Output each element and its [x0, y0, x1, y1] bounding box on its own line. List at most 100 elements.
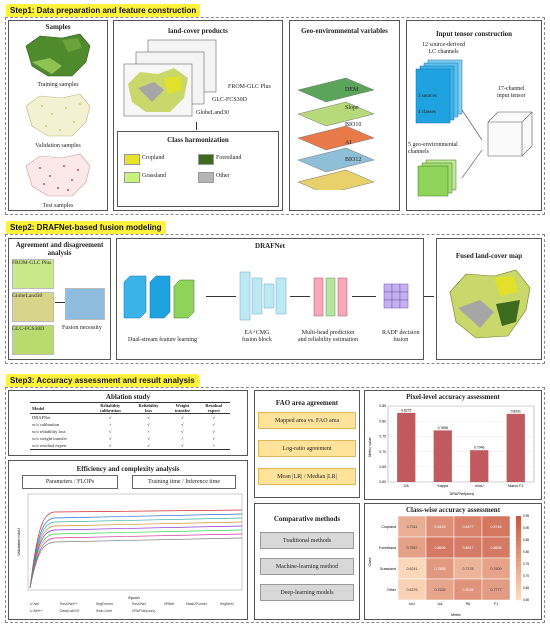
legend-hrnet: HRNet — [164, 602, 174, 606]
legend-swatch-forestland — [198, 154, 214, 165]
ea-cmg-label: EA+CMG fusion block — [242, 330, 272, 343]
x-tick-label: mIoU — [475, 484, 484, 488]
tensor-title: Input tensor construction — [435, 30, 513, 38]
heatmap-value: 0.8658 — [491, 546, 502, 550]
heatmap-value: 0.7657 — [407, 546, 418, 550]
colorbar-segment — [516, 587, 521, 592]
colorbar-segment — [516, 558, 521, 563]
drafnet-arrow-2 — [290, 296, 310, 297]
heatmap-value: 0.8126 — [435, 525, 446, 529]
heatmap-value: 0.7178 — [463, 567, 474, 571]
fused-map — [449, 269, 531, 339]
colorbar-label: 0.90 — [523, 526, 529, 530]
colorbar-segment — [516, 528, 521, 534]
y-tick-label: 0.75 — [379, 435, 386, 439]
x-tick-label: Macro F1 — [508, 484, 523, 488]
colorbar-label: 0.80 — [523, 550, 529, 554]
table-row: w/o residual expert√√√× — [30, 442, 230, 450]
heatmap-col-label: F1 — [494, 602, 498, 606]
ablation-header-model: Model — [30, 402, 91, 414]
comparative-title: Comparative methods — [273, 515, 341, 523]
geo-layer-dem: DEM — [345, 87, 359, 93]
colorbar-segment — [516, 532, 521, 538]
heatmap-value: 0.7855 — [435, 567, 446, 571]
pixel-ylabel: Metric value — [368, 437, 372, 456]
colorbar-segment — [516, 574, 521, 580]
fao-item-mean[interactable]: Mean |LR| / Median |LR| — [258, 468, 356, 485]
legend-label-cropland: Cropland — [142, 155, 165, 161]
bar-value-label: 0.7046 — [474, 446, 484, 450]
legend-segformer: SegFormer — [96, 602, 114, 606]
efficiency-title: Efficiency and complexity analysis — [76, 465, 180, 473]
colorbar-segment — [516, 520, 521, 525]
heatmap-value: 0.7311 — [407, 525, 418, 529]
x-tick-label: Kappa — [438, 484, 448, 488]
heatmap-row-label: Grassland — [380, 567, 396, 571]
classwise-xlabel: Metric — [451, 613, 461, 617]
heatmap-value: 0.7777 — [491, 588, 502, 592]
agreement-label-from-glc: FROM-GLC Plus — [12, 260, 52, 266]
ablation-header-residual: Residual expert — [197, 402, 230, 414]
y-tick-label: 0.70 — [379, 450, 386, 454]
lc-sources-label: 3 sources — [418, 94, 437, 99]
legend-label-grassland: Grassland — [142, 173, 166, 179]
multi-head-label: Multi-head prediction and reliability es… — [298, 330, 358, 343]
geo-layer-ai: AI — [345, 140, 352, 146]
bar — [470, 450, 489, 482]
heatmap-col-label: UA — [438, 602, 444, 606]
legend-swatch-cropland — [124, 154, 140, 165]
step1-label: Step1: Data preparation and feature cons… — [6, 4, 201, 17]
agreement-label-glc-fcs: GLC-FCS30D — [12, 326, 45, 332]
input-tensor-label: 17-channel input tensor — [497, 86, 526, 99]
efficiency-xlabel: Epoch — [128, 595, 139, 600]
legend-resunet: ResUNet — [132, 602, 146, 606]
comparative-traditional[interactable]: Traditional methods — [260, 532, 354, 549]
colorbar-label: 0.70 — [523, 574, 529, 578]
drafnet-arrow-1 — [206, 296, 236, 297]
fused-title: Fused land-cover map — [455, 252, 523, 260]
legend-swatch-other — [198, 172, 214, 183]
products-title: land-cover products — [168, 27, 228, 35]
colorbar-segment — [516, 583, 521, 588]
fusion-necessity-map — [65, 288, 105, 320]
legend-label-other: Other — [216, 173, 230, 179]
training-curve-chart: Epoch Validation mIoU U-Net ResUNet++ Se… — [16, 493, 243, 613]
training-label: Training samples — [37, 82, 79, 88]
legend-u-net: U-Net — [30, 602, 39, 606]
fusion-necessity-label: Fusion necessity — [62, 325, 102, 331]
bar-value-label: 0.7698 — [438, 426, 448, 430]
agreement-map-from-glc — [12, 259, 54, 289]
geo-layer-bio12: BIO12 — [345, 157, 362, 163]
colorbar-segment — [516, 541, 521, 546]
lc-tensor-cube — [415, 59, 463, 124]
heatmap-col-label: PA — [466, 602, 471, 606]
product-2-label: GLC-FCS30D — [212, 97, 248, 103]
colorbar-label: 0.75 — [523, 562, 529, 566]
params-flops-button[interactable]: Parameters / FLOPs — [22, 475, 118, 489]
bar-value-label: 0.8241 — [511, 409, 521, 413]
bar — [397, 412, 416, 482]
heatmap-value: 0.8617 — [463, 546, 474, 550]
fao-item-area[interactable]: Mapped area vs. FAO area — [258, 412, 356, 429]
fao-title: FAO area agreement — [275, 399, 339, 407]
colorbar-label: 0.95 — [523, 514, 529, 518]
table-row: DRAFNet√√√√ — [32, 415, 216, 420]
training-sample-map — [25, 33, 91, 77]
efficiency-ylabel: Validation mIoU — [16, 528, 21, 556]
fao-item-logratio[interactable]: Log-ratio agreement — [258, 440, 356, 457]
time-button[interactable]: Training time / Inference time — [132, 475, 236, 489]
step2-section — [5, 234, 545, 364]
legend-drafnet: DRAFNet(ours) — [132, 609, 155, 613]
table-row: w/o calibration×√√√ — [32, 422, 216, 427]
to-fused-arrow — [424, 296, 434, 297]
colorbar-segment — [516, 595, 521, 601]
heatmap-value: 0.7539 — [435, 588, 446, 592]
lc-channels-label: 12 source-derived LC channels — [422, 42, 466, 55]
legend-deeplabv3: DeepLabV3+ — [60, 609, 80, 613]
comparative-dl[interactable]: Deep-learning models — [260, 584, 354, 601]
test-sample-map — [25, 153, 91, 197]
heatmap-value: 0.8746 — [491, 525, 502, 529]
comparative-ml[interactable]: Machine-learning method — [260, 558, 354, 575]
colorbar-segment — [516, 579, 521, 584]
